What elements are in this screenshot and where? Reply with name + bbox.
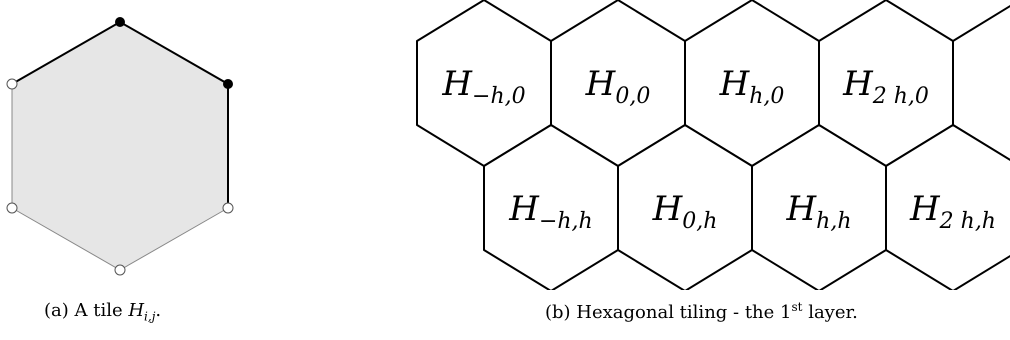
vertex-open-lower-left xyxy=(6,202,18,214)
hex-cell xyxy=(952,4,1010,162)
vertex-open-upper-left xyxy=(6,78,18,90)
tile-closed-edges xyxy=(11,20,229,208)
hex-labels: H−h,0 H0,0 Hh,0 H2 h,0H−h,h H0,h Hh,h H2 h,h xyxy=(441,64,996,234)
tile-label: H0,0 xyxy=(585,64,651,109)
tile-label: H0,h xyxy=(652,189,718,234)
hex-tiling: H−h,0 H0,0 Hh,0 H2 h,0H−h,h H0,h Hh,h H2 h,h xyxy=(416,0,1010,290)
hex-cell xyxy=(885,124,1010,290)
caption-b: (b) Hexagonal tiling - the 1st layer. xyxy=(545,300,858,323)
vertex-open-lower-right xyxy=(222,202,234,214)
tile-hexagon xyxy=(12,22,228,270)
tile-label: Hh,h xyxy=(786,189,852,234)
tile-open-edges xyxy=(11,84,229,271)
vertex-closed-top xyxy=(115,17,125,27)
tile-label: Hh,0 xyxy=(719,64,785,109)
tile-label: H2 h,0 xyxy=(842,64,929,109)
hex-cells xyxy=(416,0,1010,290)
vertex-open-bottom xyxy=(114,264,126,276)
caption-a: (a) A tile Hi,j. xyxy=(44,300,162,324)
vertex-closed-upper-right xyxy=(223,79,233,89)
single-tile xyxy=(6,17,234,276)
tile-label: H−h,0 xyxy=(441,64,525,109)
tile-label: H−h,h xyxy=(508,189,592,234)
tile-label: H2 h,h xyxy=(909,189,996,234)
